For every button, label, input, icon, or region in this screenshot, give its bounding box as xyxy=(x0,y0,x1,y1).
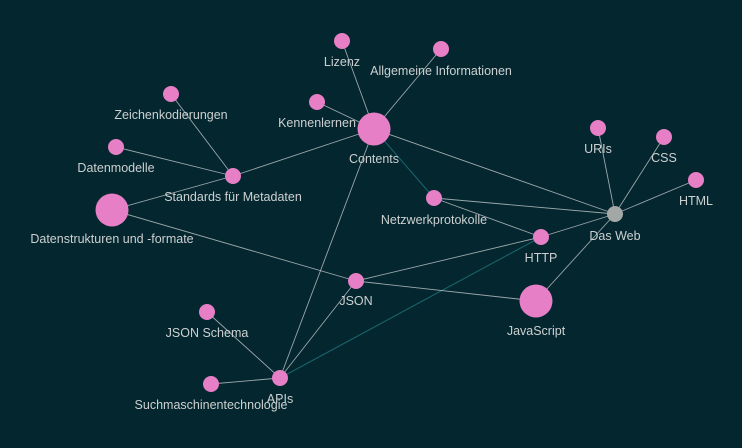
node-javascript[interactable] xyxy=(519,284,553,318)
edge-http-json xyxy=(355,236,542,282)
edge-netzwerk-dasweb xyxy=(433,197,616,215)
node-label-css: CSS xyxy=(651,151,677,165)
node-label-standards: Standards für Metadaten xyxy=(164,190,302,204)
edge-dasweb-javascript xyxy=(535,213,616,302)
node-jsonschema[interactable] xyxy=(199,304,215,320)
nodes-layer xyxy=(95,33,704,392)
node-label-kennenlernen: Kennenlernen xyxy=(278,116,356,130)
node-kennenlernen[interactable] xyxy=(309,94,325,110)
edge-json-javascript xyxy=(355,280,537,302)
edge-netzwerk-http xyxy=(433,197,542,238)
edge-http-apis xyxy=(279,236,542,379)
node-label-contents: Contents xyxy=(349,152,399,166)
node-label-zeichen: Zeichenkodierungen xyxy=(114,108,227,122)
edges-layer xyxy=(111,40,697,385)
node-label-html: HTML xyxy=(679,194,713,208)
node-label-uris: URIs xyxy=(584,142,612,156)
node-label-jsonschema: JSON Schema xyxy=(166,326,249,340)
node-css[interactable] xyxy=(656,129,672,145)
node-label-apis: APIs xyxy=(267,392,293,406)
node-label-lizenz: Lizenz xyxy=(324,55,360,69)
node-netzwerk[interactable] xyxy=(426,190,442,206)
node-uris[interactable] xyxy=(590,120,606,136)
node-dasweb[interactable] xyxy=(607,206,623,222)
edge-contents-dasweb xyxy=(373,128,616,215)
node-allgemeine[interactable] xyxy=(433,41,449,57)
node-standards[interactable] xyxy=(225,168,241,184)
node-label-javascript: JavaScript xyxy=(507,324,566,338)
node-json[interactable] xyxy=(348,273,364,289)
node-label-allgemeine: Allgemeine Informationen xyxy=(370,64,512,78)
edge-apis-jsonschema xyxy=(206,311,281,379)
edge-contents-standards xyxy=(232,128,375,177)
edge-dasweb-uris xyxy=(597,127,616,215)
node-suchmaschinen[interactable] xyxy=(203,376,219,392)
node-datenmodelle[interactable] xyxy=(108,139,124,155)
node-html[interactable] xyxy=(688,172,704,188)
edge-datenstrukturen-json xyxy=(111,209,357,282)
node-lizenz[interactable] xyxy=(334,33,350,49)
edge-contents-allgemeine xyxy=(373,48,442,130)
edge-standards-zeichen xyxy=(170,93,234,177)
node-contents[interactable] xyxy=(357,112,391,146)
node-http[interactable] xyxy=(533,229,549,245)
node-label-netzwerk: Netzwerkprotokolle xyxy=(381,213,487,227)
node-label-json: JSON xyxy=(339,294,372,308)
edge-dasweb-css xyxy=(614,136,665,215)
node-zeichen[interactable] xyxy=(163,86,179,102)
node-label-dasweb: Das Web xyxy=(589,229,640,243)
edge-apis-suchmaschinen xyxy=(210,377,281,385)
edge-dasweb-http xyxy=(540,213,616,238)
node-datenstrukturen[interactable] xyxy=(95,193,129,227)
edge-dasweb-html xyxy=(614,179,697,215)
node-label-datenmodelle: Datenmodelle xyxy=(77,161,154,175)
node-label-suchmaschinen: Suchmaschinentechnologie xyxy=(135,398,288,412)
node-apis[interactable] xyxy=(272,370,288,386)
edge-standards-datenmodelle xyxy=(115,146,234,177)
node-label-datenstrukturen: Datenstrukturen und -formate xyxy=(30,232,193,246)
edge-json-apis xyxy=(279,280,357,379)
node-label-http: HTTP xyxy=(525,251,558,265)
edge-contents-apis xyxy=(279,128,375,379)
edge-standards-datenstrukturen xyxy=(111,175,234,211)
